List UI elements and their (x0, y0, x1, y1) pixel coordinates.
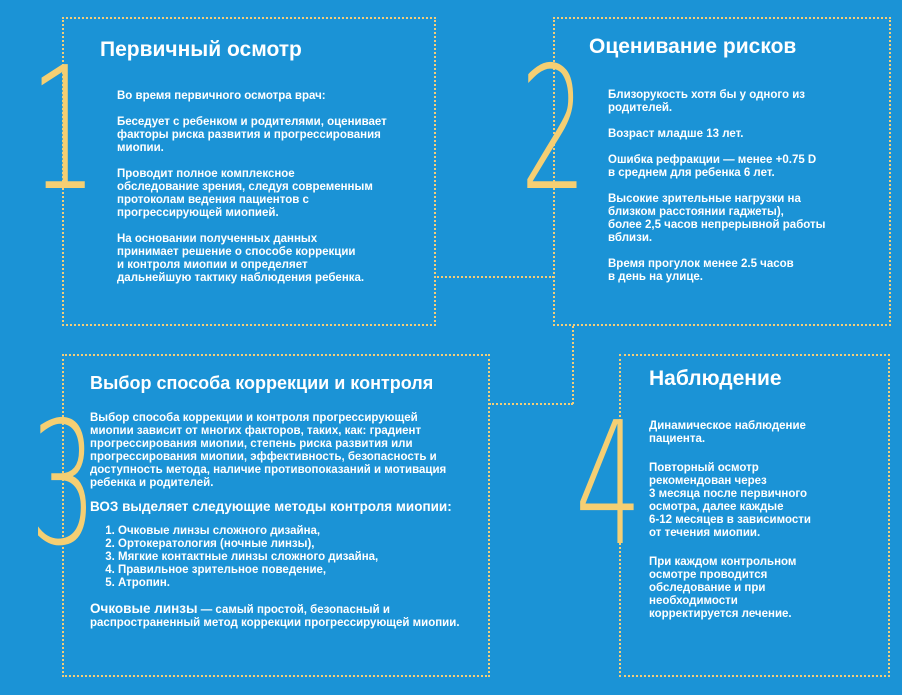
step-number-4: 4 (575, 386, 643, 584)
list-item: Атропин. (118, 577, 485, 590)
box-observation (619, 354, 890, 677)
connector-2-3 (572, 326, 574, 404)
paragraph: Проводит полное комплексное обследование… (117, 168, 373, 219)
paragraph: Ошибка рефракции — менее +0.75 D в средн… (608, 154, 817, 179)
methods-list: Очковые линзы сложного дизайна, Ортокера… (90, 525, 485, 590)
conclusion-lead: Очковые линзы (90, 601, 198, 616)
conclusion: Очковые линзы — самый простой, безопасны… (90, 602, 485, 630)
title-initial-exam: Первичный осмотр (100, 38, 302, 61)
step-number-2: 2 (520, 31, 588, 229)
connector-2-3-horizontal (489, 403, 573, 405)
box-initial-exam (62, 17, 436, 326)
paragraph: Высокие зрительные нагрузки на близком р… (608, 193, 826, 244)
step-number-3: 3 (30, 386, 98, 584)
box-risk-assessment (553, 17, 891, 326)
paragraph: Время прогулок менее 2.5 часов в день на… (608, 258, 794, 283)
paragraph: Динамическое наблюдение пациента. (649, 420, 806, 445)
step-number-1: 1 (30, 31, 98, 229)
text-observation: Динамическое наблюдение пациента. Повтор… (649, 420, 884, 634)
who-heading: ВОЗ выделяет следующие методы контроля м… (90, 499, 452, 514)
paragraph: Беседует с ребенком и родителями, оценив… (117, 116, 387, 154)
paragraph: При каждом контрольном осмотре проводитс… (649, 556, 797, 620)
paragraph: Повторный осмотр рекомендован через 3 ме… (649, 462, 811, 539)
connector-1-2 (434, 276, 554, 278)
intro-paragraph: Выбор способа коррекции и контроля прогр… (90, 412, 447, 489)
paragraph: Возраст младше 13 лет. (608, 128, 744, 140)
list-item: Правильное зрительное поведение, (118, 564, 485, 577)
list-item: Очковые линзы сложного дизайна, (118, 525, 485, 538)
title-correction-choice: Выбор способа коррекции и контроля (90, 373, 434, 393)
list-item: Ортокератология (ночные линзы), (118, 538, 485, 551)
paragraph: Во время первичного осмотра врач: (117, 90, 326, 102)
paragraph: Близорукость хотя бы у одного из родител… (608, 89, 806, 114)
text-risk-assessment: Близорукость хотя бы у одного из родител… (608, 89, 888, 297)
paragraph: На основании полученных данных принимает… (117, 233, 365, 284)
conclusion-rest: — самый простой, безопасный и распростра… (90, 604, 460, 629)
text-initial-exam: Во время первичного осмотра врач: Беседу… (117, 90, 422, 298)
list-item: Мягкие контактные линзы сложного дизайна… (118, 551, 485, 564)
title-observation: Наблюдение (649, 367, 782, 390)
title-risk-assessment: Оценивание рисков (589, 35, 797, 58)
text-correction-choice: Выбор способа коррекции и контроля прогр… (90, 412, 485, 630)
box-correction-choice (62, 354, 490, 677)
